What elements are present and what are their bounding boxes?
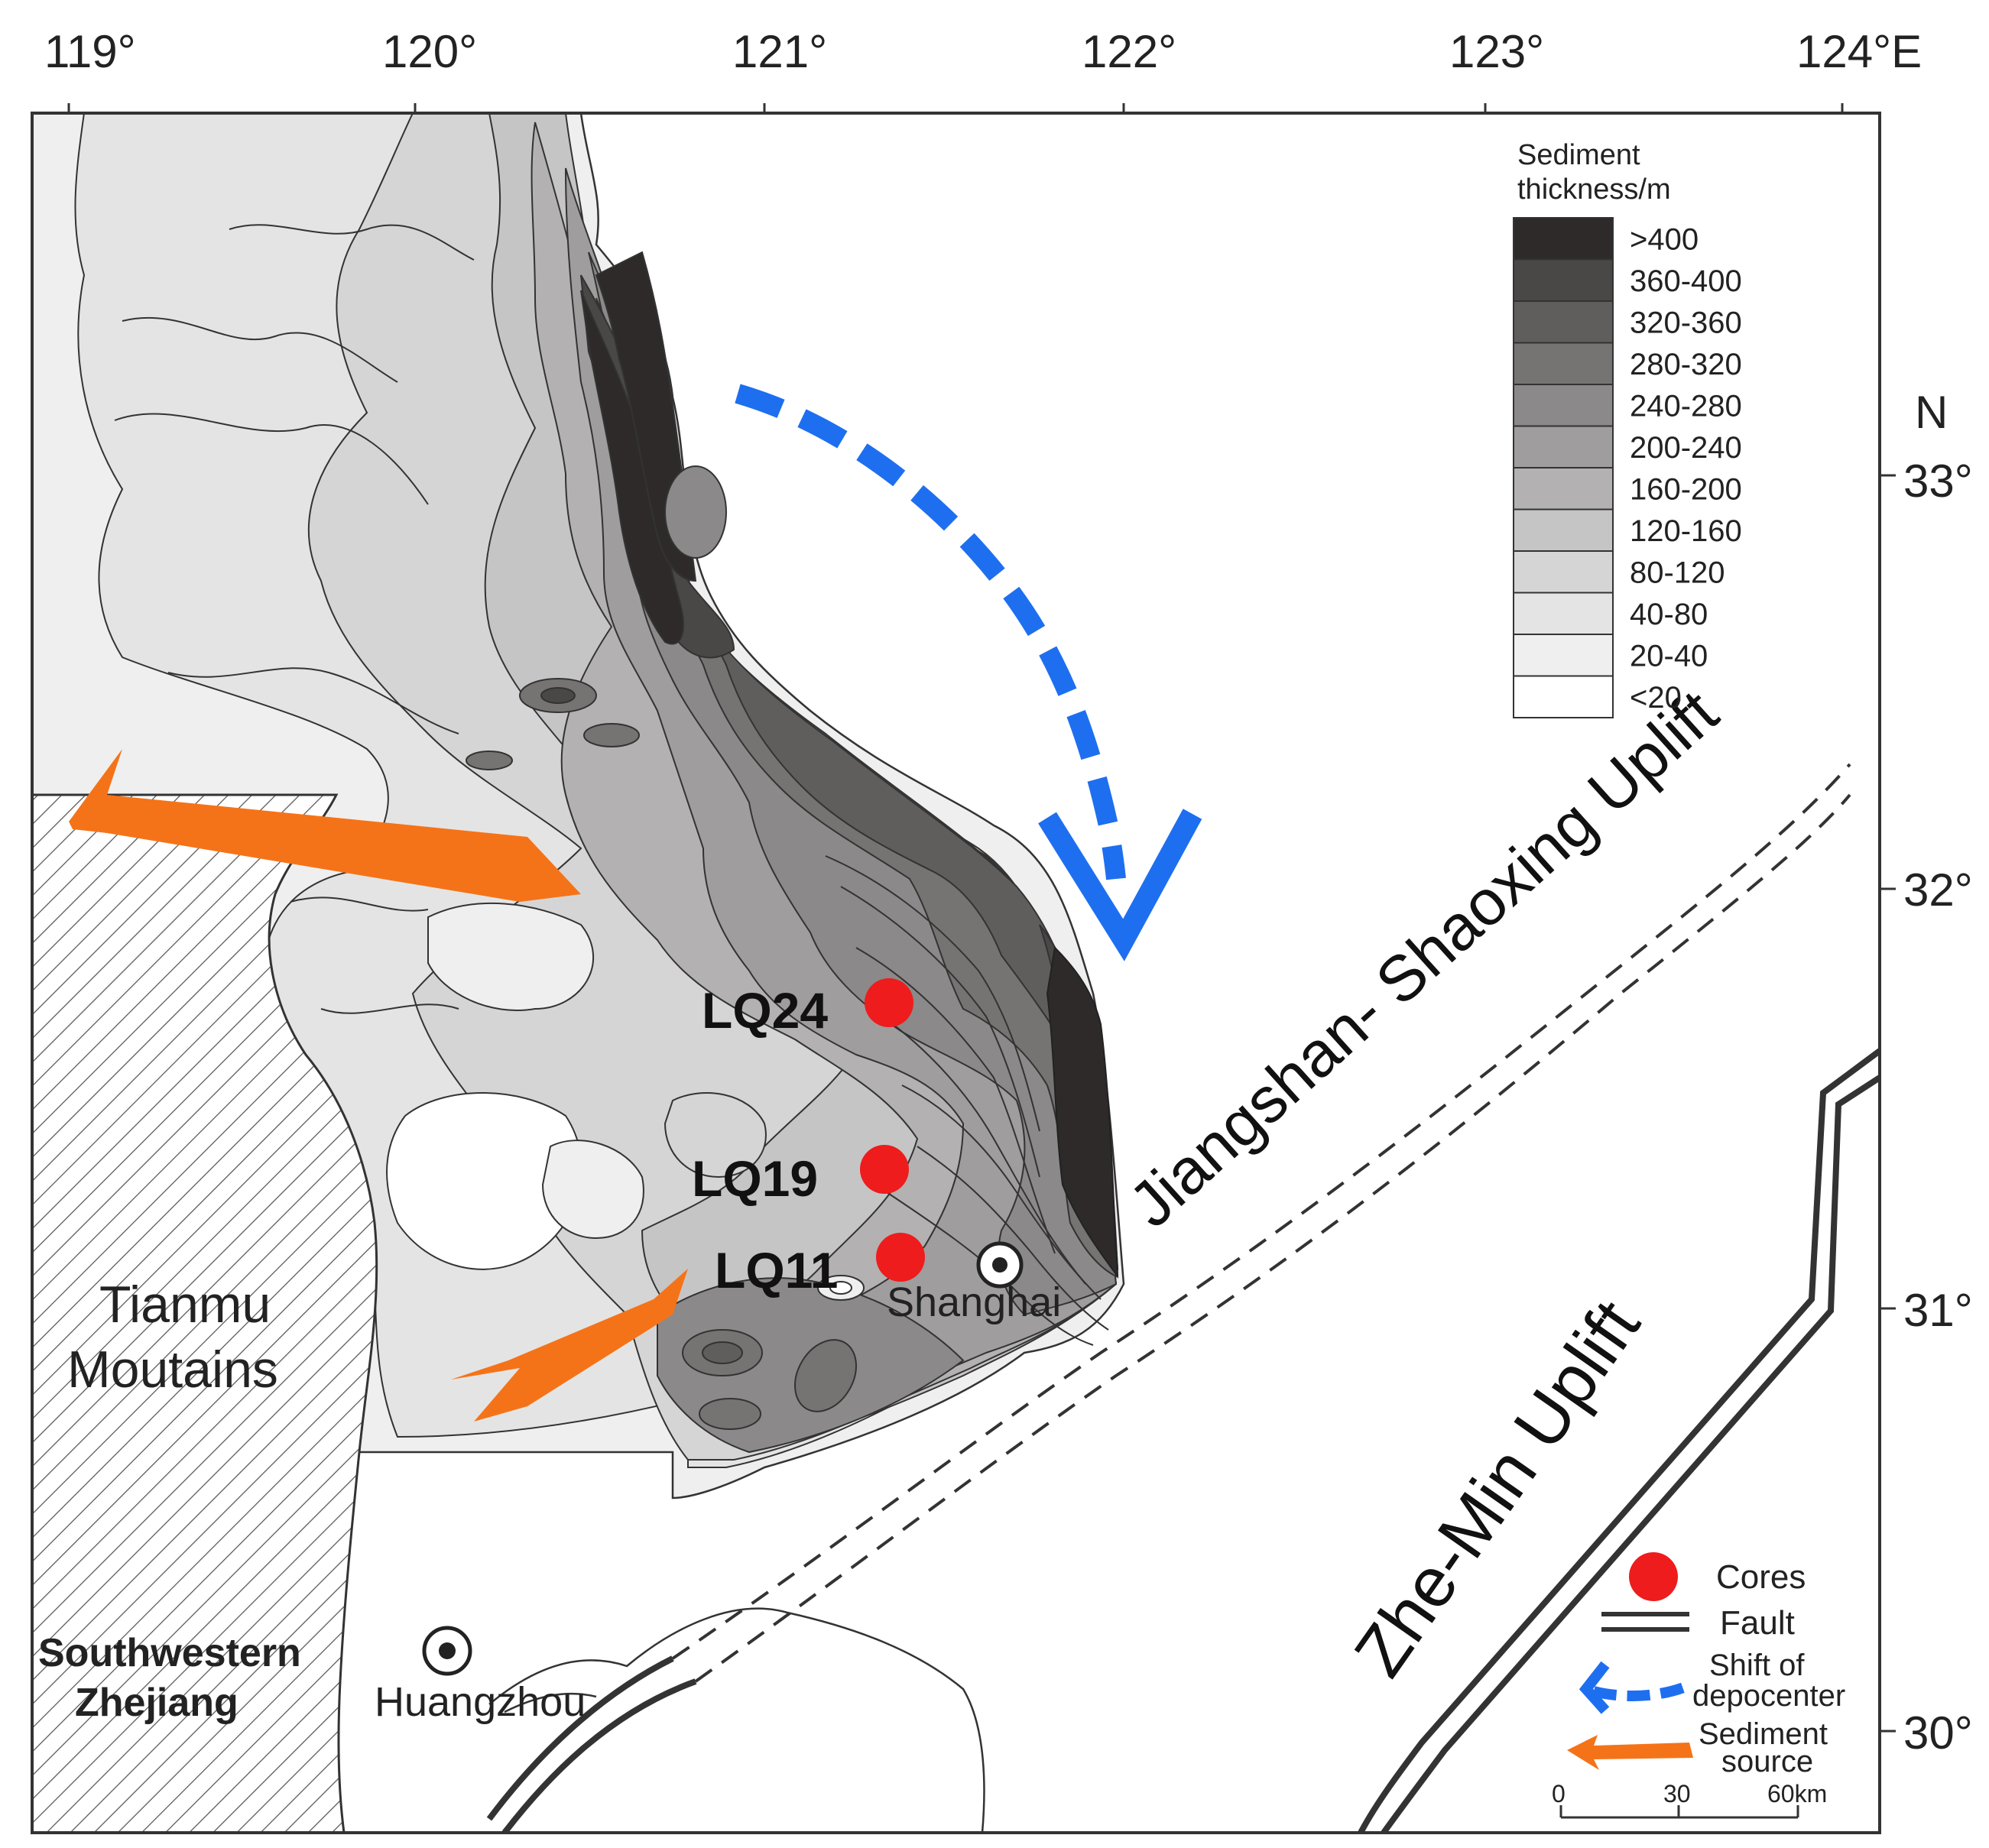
contour-pocket xyxy=(541,1140,644,1240)
coastline-south xyxy=(504,1692,597,1713)
north-label: N xyxy=(1915,387,1948,438)
contour-pocket xyxy=(427,902,595,1011)
tianmu-label-line2: Moutains xyxy=(67,1341,278,1399)
legend-swatch xyxy=(1513,550,1614,594)
city-huangzhou: Huangzhou xyxy=(375,1626,586,1725)
legend-class-label: 40-80 xyxy=(1630,598,1708,631)
core-lq24: LQ24 xyxy=(702,978,913,1039)
legend-source-label-line2: source xyxy=(1721,1745,1813,1778)
legend-cores-label: Cores xyxy=(1716,1558,1806,1596)
legend-swatch xyxy=(1513,342,1614,385)
contour-island xyxy=(466,751,513,770)
scale-label-30: 30 xyxy=(1663,1780,1691,1807)
contour-pocket xyxy=(664,1092,767,1179)
sediment-source-arrow xyxy=(451,1269,688,1422)
contour-island xyxy=(540,687,576,704)
core-lq19: LQ19 xyxy=(692,1145,909,1207)
legend-swatch xyxy=(1513,467,1614,511)
legend-swatch xyxy=(1513,675,1614,718)
solid-fault xyxy=(486,1048,1880,1833)
contour-lines xyxy=(114,224,1109,1346)
legend-shift-arrow-icon xyxy=(1592,1680,1692,1701)
core-lq11: LQ11 xyxy=(715,1233,925,1298)
legend-swatch xyxy=(1513,217,1614,261)
jiangshan-shaoxing-fault xyxy=(671,763,1851,1683)
legend-class-label: >400 xyxy=(1630,222,1699,256)
contour-pocket xyxy=(386,1092,582,1270)
core-label: LQ24 xyxy=(702,982,828,1039)
legend-source-arrow-icon xyxy=(1567,1735,1693,1770)
city-label: Huangzhou xyxy=(375,1679,586,1725)
legend-class-label: 240-280 xyxy=(1630,389,1742,423)
scale-label-0: 0 xyxy=(1552,1780,1566,1807)
legend-class-label: 120-160 xyxy=(1630,514,1742,548)
lat-tick-33: 33° xyxy=(1903,456,1973,507)
lon-tick-121: 121° xyxy=(732,26,827,77)
map-body xyxy=(32,113,1880,1833)
contour-island xyxy=(702,1341,743,1364)
legend-class-label: 360-400 xyxy=(1630,264,1742,298)
legend-swatch xyxy=(1513,508,1614,552)
lat-tick-31: 31° xyxy=(1903,1285,1973,1336)
lat-tick-32: 32° xyxy=(1903,864,1973,916)
core-marker xyxy=(865,978,913,1027)
legend-swatch xyxy=(1513,384,1614,427)
scale-label-60: 60km xyxy=(1767,1780,1827,1807)
contour-island xyxy=(583,723,640,747)
city-dot xyxy=(992,1257,1007,1273)
map-frame xyxy=(31,112,1881,1834)
legend-class-label: 200-240 xyxy=(1630,431,1742,465)
contour-island xyxy=(699,1398,761,1430)
legend-source-label-line1: Sediment xyxy=(1699,1717,1828,1751)
legend-class-label: 280-320 xyxy=(1630,348,1742,381)
legend-class-label: 160-200 xyxy=(1630,472,1742,506)
sediment-source-arrow xyxy=(69,749,581,902)
legend-shift-label-line2: depocenter xyxy=(1692,1679,1845,1713)
city-shanghai: Shanghai xyxy=(887,1241,1061,1325)
legend-swatch xyxy=(1513,258,1614,302)
city-dot xyxy=(439,1642,456,1659)
legend-swatch xyxy=(1513,425,1614,468)
legend-swatch xyxy=(1513,634,1614,677)
core-label: LQ19 xyxy=(692,1150,818,1207)
lon-tick-122: 122° xyxy=(1082,26,1176,77)
legend-class-label: <20 xyxy=(1630,681,1682,715)
legend-fault-label: Fault xyxy=(1720,1604,1795,1642)
symbol-legend: Cores Fault Shift of depocenter Sediment… xyxy=(1552,1552,1845,1819)
tianmu-mountains-area xyxy=(32,793,378,1833)
lon-tick-120: 120° xyxy=(382,26,477,77)
core-label: LQ11 xyxy=(715,1242,838,1298)
legend-title-line1: Sediment xyxy=(1517,139,1640,171)
legend-swatch xyxy=(1513,592,1614,635)
legend-shift-arrowhead xyxy=(1579,1661,1610,1714)
legend-class-label: 80-120 xyxy=(1630,556,1725,589)
legend-class-label: 20-40 xyxy=(1630,639,1708,673)
core-marker xyxy=(860,1145,909,1194)
lon-tick-124: 124°E xyxy=(1796,26,1922,77)
coastline-south xyxy=(488,1607,985,1833)
lat-tick-30: 30° xyxy=(1903,1707,1973,1759)
legend-core-marker xyxy=(1629,1552,1678,1601)
thickness-legend: Sediment thickness/m >400 360-400 320-360 2… xyxy=(1513,139,1742,718)
sw-zhejiang-label-line1: Southwestern xyxy=(38,1631,301,1675)
core-marker xyxy=(876,1233,925,1282)
legend-swatches: >400 360-400 320-360 280-320 240-280 200-240 1… xyxy=(1513,217,1742,718)
legend-swatch xyxy=(1513,300,1614,344)
depocenter-arrowhead xyxy=(1038,809,1202,961)
legend-shift-label-line1: Shift of xyxy=(1709,1649,1805,1682)
legend-title-line2: thickness/m xyxy=(1517,173,1671,206)
city-label: Shanghai xyxy=(887,1279,1061,1325)
lon-tick-119: 119° xyxy=(44,26,136,77)
legend-class-label: 320-360 xyxy=(1630,306,1742,339)
tianmu-label-line1: Tianmu xyxy=(99,1276,271,1334)
contour-island xyxy=(794,1339,857,1412)
longitude-axis: 119° 120° 121° 122° 123° 124°E xyxy=(44,26,1922,115)
contour-over-400 xyxy=(1046,945,1119,1279)
latitude-axis: N 33° 32° 31° 30° xyxy=(1880,387,1973,1759)
sw-zhejiang-label-line2: Zhejiang xyxy=(75,1681,238,1725)
contour-island xyxy=(664,465,727,559)
lon-tick-123: 123° xyxy=(1449,26,1544,77)
contour-island xyxy=(829,1281,852,1295)
